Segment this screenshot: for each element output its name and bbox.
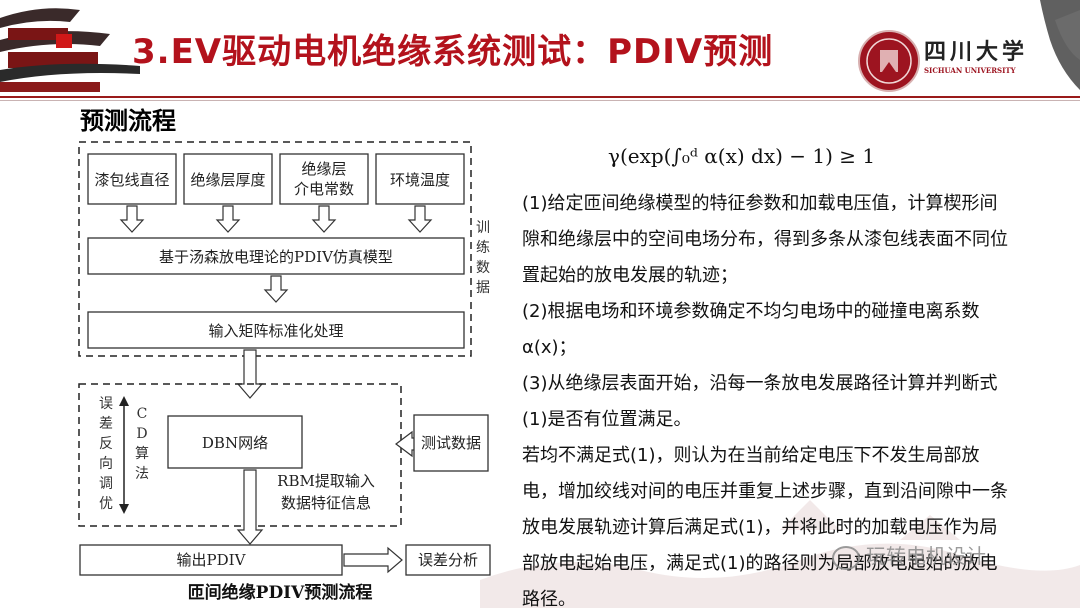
rbm-label-2: 数据特征信息 [281, 494, 371, 512]
section-title: 预测流程 [80, 107, 176, 135]
pdiv-formula: γ(exp(∫₀ᵈ α(x) dx) − 1) ≥ 1 [608, 144, 876, 168]
cd-label-4: 法 [135, 466, 149, 482]
input-label-1: 漆包线直径 [94, 171, 169, 189]
test-label: 测试数据 [421, 434, 481, 452]
down-arrow-6 [236, 349, 264, 399]
university-name-cn: 四川大学 [924, 39, 1029, 65]
error-label-3: 反 [99, 436, 113, 452]
pagoda-decoration-icon [0, 0, 140, 100]
corner-decoration-icon [1040, 0, 1080, 90]
train-label-4: 据 [476, 280, 490, 296]
university-seal-icon [858, 30, 920, 92]
model-label: 基于汤森放电理论的PDIV仿真模型 [159, 248, 393, 266]
dbn-frame [78, 383, 402, 527]
input-label-4: 环境温度 [390, 171, 450, 189]
text-line: 放电发展轨迹计算后满足式(1)，并将此时的加载电压作为局 [522, 517, 998, 538]
train-label-3: 数 [476, 260, 490, 276]
input-label-3a: 绝缘层 [301, 160, 346, 178]
error-analysis-label: 误差分析 [418, 551, 478, 569]
explanation-text: (1)给定匝间绝缘模型的特征参数和加载电压值，计算楔形间 隙和绝缘层中的空间电场… [522, 186, 1062, 608]
header-divider-thin [0, 100, 1080, 101]
cd-arrow-head-down [119, 504, 129, 514]
error-label-1: 误 [99, 396, 113, 412]
model-box [87, 237, 465, 275]
dbn-label: DBN网络 [202, 434, 268, 452]
error-label-2: 差 [99, 416, 113, 432]
output-label: 输出PDIV [177, 551, 247, 569]
background-sketch [480, 500, 1080, 608]
diagram-caption: 匝间绝缘PDIV预测流程 [188, 582, 373, 603]
down-arrow-3 [311, 205, 337, 233]
input-box-4 [375, 153, 465, 205]
watermark-text: 玩转电机设计 [866, 544, 986, 568]
dbn-box [167, 415, 303, 469]
header-divider [0, 96, 1080, 98]
train-label-1: 训 [476, 220, 490, 236]
cd-label-2: D [136, 426, 147, 442]
error-analysis-box [405, 544, 491, 576]
down-arrow-4 [407, 205, 433, 233]
right-arrow [343, 546, 403, 574]
cd-label-1: C [137, 406, 148, 422]
text-line: 若均不满足式(1)，则认为在当前给定电压下不发生局部放 [522, 445, 980, 466]
text-line: (2)根据电场和环境参数确定不均匀电场中的碰撞电离系数 [522, 301, 980, 322]
text-line: (1)是否有位置满足。 [522, 409, 692, 430]
rbm-label-1: RBM提取输入 [277, 472, 375, 490]
error-label-5: 调 [99, 476, 113, 492]
output-box [79, 544, 343, 576]
text-line: 隙和绝缘层中的空间电场分布，得到多条从漆包线表面不同位 [522, 229, 1008, 250]
down-arrow-7 [236, 469, 264, 545]
norm-label: 输入矩阵标准化处理 [208, 322, 343, 340]
pdiv-flow-diagram: 漆包线直径 绝缘层厚度 绝缘层 介电常数 环境温度 基于汤森放电理论的PDIV仿… [78, 141, 491, 603]
wechat-icon [832, 545, 860, 570]
error-label-4: 向 [99, 456, 113, 472]
university-logo: 四川大学 SICHUAN UNIVERSITY [858, 28, 1024, 92]
input-label-2: 绝缘层厚度 [190, 171, 265, 189]
train-label-2: 练 [476, 240, 490, 256]
input-box-1 [87, 153, 177, 205]
cd-arrow-head-up [119, 396, 129, 406]
down-arrow-1 [119, 205, 145, 233]
down-arrow-2 [215, 205, 241, 233]
text-line: 电，增加绞线对间的电压并重复上述步骤，直到沿间隙中一条 [522, 481, 1008, 502]
error-label-6: 优 [99, 496, 113, 512]
text-line: 置起始的放电发展的轨迹； [522, 265, 738, 286]
text-line: α(x)； [522, 337, 577, 358]
cd-label-3: 算 [135, 446, 149, 462]
text-line: (1)给定匝间绝缘模型的特征参数和加载电压值，计算楔形间 [522, 193, 998, 214]
test-box [413, 414, 489, 472]
down-arrow-5 [263, 275, 289, 303]
input-box-3 [279, 153, 369, 205]
header: 3.EV驱动电机绝缘系统测试：PDIV预测 四川大学 SICHUAN UNIVE… [0, 0, 1080, 101]
input-label-3b: 介电常数 [294, 180, 354, 198]
text-line: (3)从绝缘层表面开始，沿每一条放电发展路径计算并判断式 [522, 373, 998, 394]
text-line: 路径。 [522, 589, 576, 608]
text-line: 部放电起始电压，满足式(1)的路径则为局部放电起始的放电 [522, 553, 998, 574]
norm-box [87, 311, 465, 349]
watermark: 玩转电机设计 [832, 540, 986, 570]
training-frame [78, 141, 472, 357]
input-box-2 [183, 153, 273, 205]
slide-title: 3.EV驱动电机绝缘系统测试：PDIV预测 [132, 32, 774, 72]
university-name-en: SICHUAN UNIVERSITY [924, 66, 1016, 75]
